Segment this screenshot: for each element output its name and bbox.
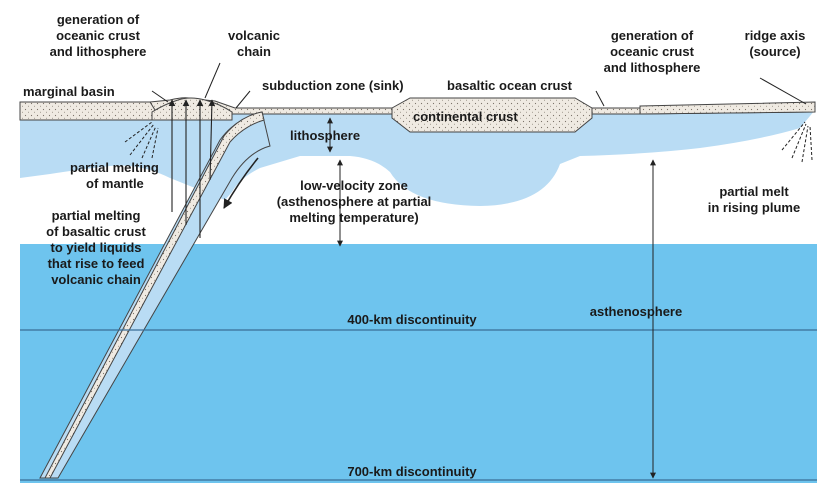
ridge-axis-line2: (source) — [749, 44, 800, 59]
lvz-line1: low-velocity zone — [300, 178, 408, 193]
gen-right-line2: oceanic crust — [610, 44, 694, 59]
mantle-melting-arrows — [124, 121, 159, 159]
asthenosphere-label: asthenosphere — [590, 304, 682, 319]
partial-melting-basaltic-line4: that rise to feed — [48, 256, 145, 271]
lvz-line2: (asthenosphere at partial — [277, 194, 432, 209]
partial-melt-plume-line1: partial melt — [719, 184, 789, 199]
partial-melting-mantle-line2: of mantle — [86, 176, 144, 191]
partial-melting-basaltic-line5: volcanic chain — [51, 272, 141, 287]
gen-left-line2: oceanic crust — [56, 28, 140, 43]
discontinuity-700-label: 700-km discontinuity — [347, 464, 477, 479]
volcanic-chain-line2: chain — [237, 44, 271, 59]
plume-melting-arrows — [781, 121, 813, 163]
gen-right-line3: and lithosphere — [604, 60, 701, 75]
continental-crust-block — [391, 97, 593, 133]
partial-melting-mantle-line1: partial melting — [70, 160, 159, 175]
gen-left-line1: generation of — [57, 12, 140, 27]
ridge-axis-line1: ridge axis — [745, 28, 806, 43]
marginal-basin-crust — [19, 101, 156, 121]
marginal-basin-label: marginal basin — [23, 84, 115, 99]
subducting-slab-crust — [44, 111, 265, 479]
partial-melt-plume-line2: in rising plume — [708, 200, 800, 215]
lithosphere-label: lithosphere — [290, 128, 360, 143]
subduction-zone-label: subduction zone (sink) — [262, 78, 404, 93]
discontinuity-400-label: 400-km discontinuity — [347, 312, 477, 327]
lvz-line3: melting temperature) — [289, 210, 418, 225]
gen-right-line1: generation of — [611, 28, 694, 43]
partial-melting-basaltic-line3: to yield liquids — [50, 240, 141, 255]
partial-melting-basaltic-line1: partial melting — [52, 208, 141, 223]
leader-lines — [151, 62, 807, 109]
volcanic-chain-line1: volcanic — [228, 28, 280, 43]
subduction-direction-arrow — [223, 157, 259, 209]
gen-left-line3: and lithosphere — [50, 44, 147, 59]
continental-crust-label: continental crust — [413, 109, 518, 124]
magma-rise-arrows — [168, 99, 216, 238]
partial-melting-basaltic-line2: of basaltic crust — [46, 224, 146, 239]
basaltic-ocean-crust-label: basaltic ocean crust — [447, 78, 573, 93]
ridge-axis-wedge — [639, 101, 816, 115]
